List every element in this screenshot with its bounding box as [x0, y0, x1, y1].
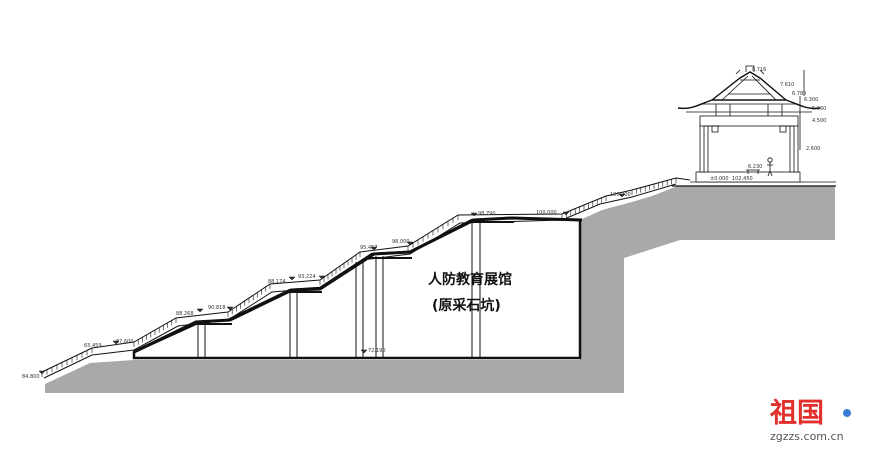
elev-label: 88.174	[268, 279, 286, 285]
elevation-marker	[226, 306, 234, 311]
elev-label: ±0.000	[710, 176, 729, 182]
elevation-marker	[196, 308, 204, 313]
logo-text: 祖国	[770, 398, 824, 429]
elevation-marker	[370, 246, 378, 251]
elev-label: 72.190	[368, 348, 386, 354]
elev-label: 87.600	[116, 339, 134, 345]
watermark-logo: 祖国 zgzzs.com.cn	[770, 398, 851, 443]
stair-slope-lower	[43, 183, 677, 379]
stair-ticks	[41, 178, 677, 377]
hall-subtitle: (原采石坑)	[432, 297, 501, 314]
elev-label: 6.780	[792, 91, 806, 97]
pavilion	[672, 65, 836, 187]
elev-label: 2.600	[806, 146, 820, 152]
earth-mass	[45, 186, 835, 393]
elev-label: 7.610	[780, 82, 794, 88]
elevation-marker	[112, 340, 120, 345]
elevation-marks	[38, 193, 626, 375]
elev-label: 8.716	[752, 67, 766, 73]
elev-label: 6.300	[804, 97, 818, 103]
elev-label: 88.268	[176, 311, 194, 317]
hall-cavity	[132, 216, 582, 360]
hall-columns	[197, 222, 481, 358]
elev-label: 84.800	[22, 374, 40, 380]
hall-name: 人防教育展馆	[428, 271, 512, 288]
step-beams	[194, 221, 514, 325]
elevation-marker	[618, 193, 626, 198]
elev-label: 5.060	[812, 106, 826, 112]
elevation-marker	[288, 276, 296, 281]
elev-label: 6.230	[748, 164, 762, 170]
elev-label: 100.000	[536, 210, 557, 216]
hall-roof-line	[133, 216, 583, 354]
elevation-marker	[562, 211, 570, 216]
globe-icon	[843, 409, 851, 417]
elevation-marker	[360, 349, 368, 354]
logo-url: zgzzs.com.cn	[770, 430, 844, 443]
elevation-marker	[406, 241, 414, 246]
elev-label: 102.450	[732, 176, 753, 182]
elev-label: 63.459	[84, 343, 102, 349]
elev-label: 95.457	[360, 245, 378, 251]
elevation-marker	[38, 370, 46, 375]
elev-label: 98.790	[478, 211, 496, 217]
elevation-marker	[470, 212, 478, 217]
elev-label: 93.224	[298, 274, 316, 280]
elev-label: 4.500	[812, 118, 826, 124]
elev-label: 90.818	[208, 305, 226, 311]
elev-label: 100.200	[610, 192, 631, 198]
elevation-marker	[318, 275, 326, 280]
elev-label: 98.000	[392, 239, 410, 245]
